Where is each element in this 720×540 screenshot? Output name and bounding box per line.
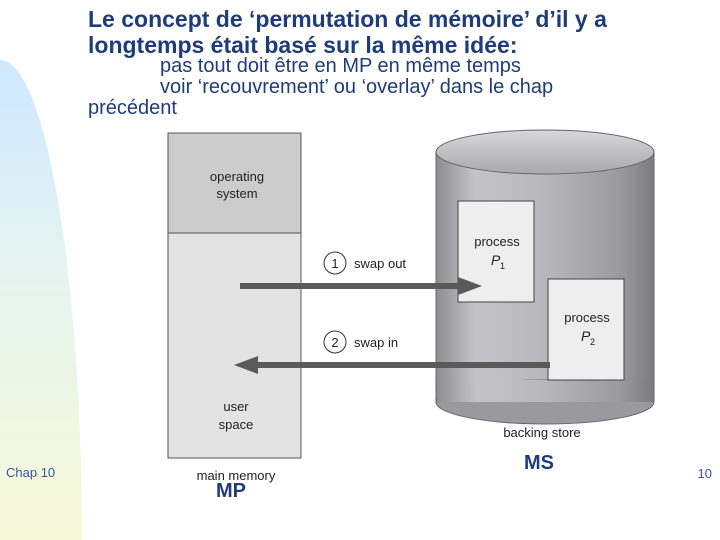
process-p1-subscript: 1	[500, 261, 505, 271]
subtitle-line-1: pas tout doit être en MP en même temps	[160, 55, 521, 77]
swap-out-arrow	[240, 277, 482, 295]
chapter-footer: Chap 10	[6, 465, 56, 480]
swap-in-arrow	[234, 356, 550, 374]
backing-store-label: backing store	[503, 425, 580, 440]
main-memory-label: main memory	[197, 468, 276, 483]
user-space-line1: user	[223, 399, 249, 414]
os-label-line1: operating	[210, 169, 264, 184]
step-2-number: 2	[331, 335, 338, 350]
subtitle-line-3: précédent	[88, 97, 177, 119]
process-p2-letter: P	[581, 328, 591, 344]
process-p1-word: process	[474, 234, 520, 249]
swap-in-label: swap in	[354, 335, 398, 350]
swap-out-label: swap out	[354, 256, 406, 271]
os-label-line2: system	[216, 186, 257, 201]
user-space-line2: space	[219, 417, 254, 432]
process-p2-word: process	[564, 310, 610, 325]
slide-title: Le concept de ‘permutation de mémoire’ d…	[88, 6, 607, 58]
ms-label: MS	[524, 452, 554, 474]
os-region	[167, 132, 302, 234]
process-p1-letter: P	[491, 252, 501, 268]
step-2-circle	[323, 330, 347, 354]
step-1-number: 1	[331, 256, 338, 271]
mp-label: MP	[216, 480, 246, 502]
page-number: 10	[697, 466, 712, 481]
process-p2-box	[547, 278, 625, 381]
step-1-circle	[323, 251, 347, 275]
subtitle-line-2: voir ‘recouvrement’ ou ‘overlay’ dans le…	[160, 76, 554, 98]
process-p2-subscript: 2	[590, 337, 595, 347]
user-space-region	[167, 232, 302, 459]
